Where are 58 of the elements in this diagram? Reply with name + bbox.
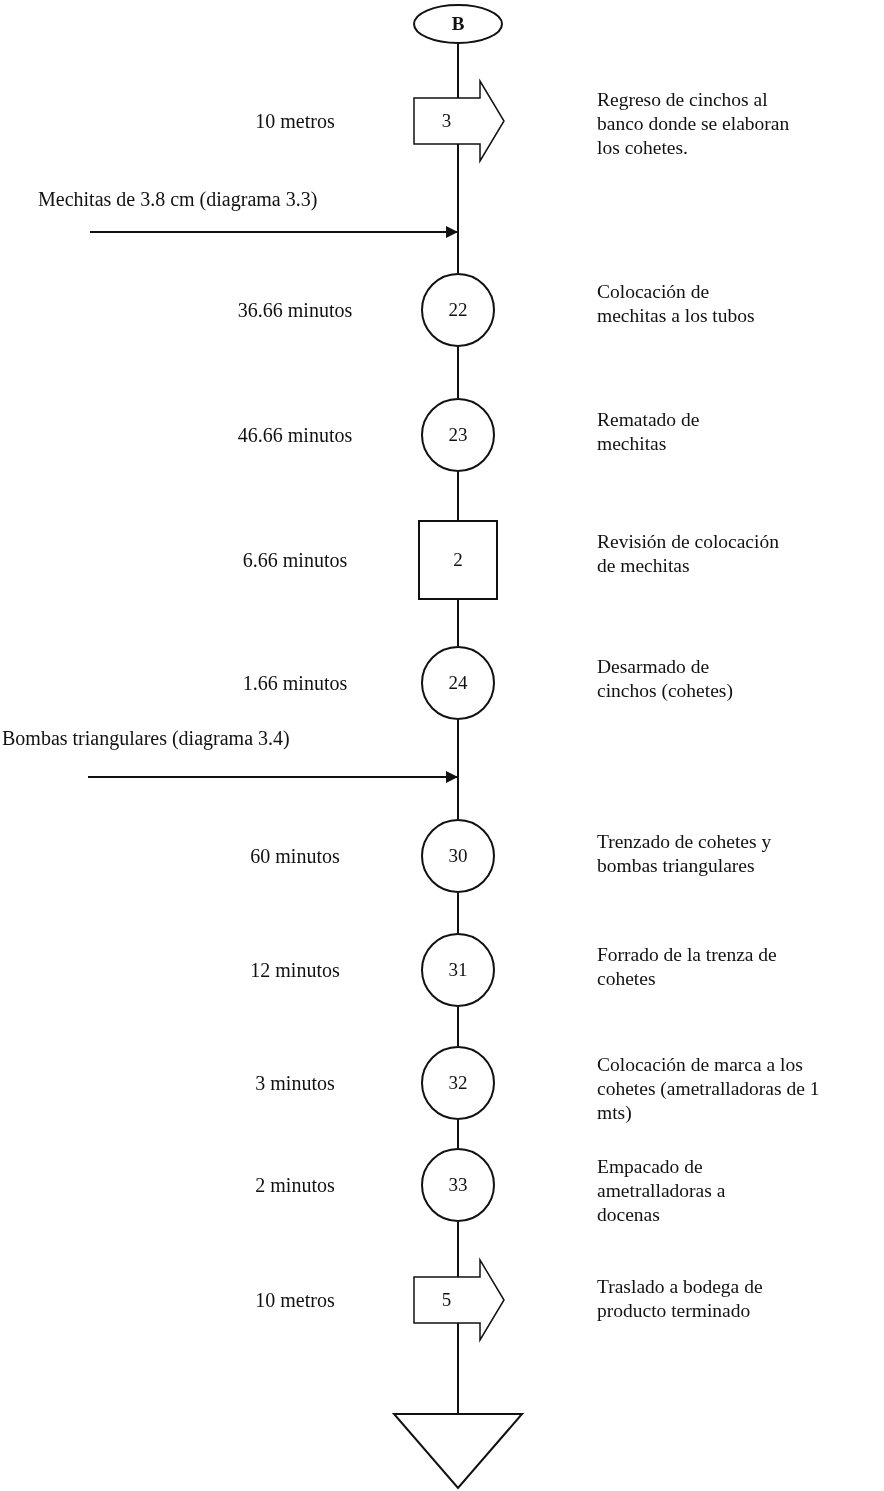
operation-circle xyxy=(421,819,495,893)
operation-circle xyxy=(421,933,495,1007)
transport-arrow xyxy=(413,80,505,162)
connector-line xyxy=(457,43,459,99)
connector-line xyxy=(457,1221,459,1278)
arrow xyxy=(89,226,459,238)
step-measure: 36.66 minutos xyxy=(236,298,354,322)
step-description: Colocación de marca a los cohetes (ametralladoras de 1 mts) xyxy=(597,1053,821,1125)
connector-line xyxy=(457,471,459,521)
step-measure: 1.66 minutos xyxy=(241,671,349,695)
step-number: 22 xyxy=(447,298,469,322)
inspection-square xyxy=(418,520,498,600)
connector-line xyxy=(457,719,459,820)
connector-oval xyxy=(413,4,503,44)
step-description: Traslado a bodega de producto terminado xyxy=(597,1275,764,1323)
step-measure: 60 minutos xyxy=(249,844,341,868)
step-description: Regreso de cinchos al banco donde se elaboran los cohetes. xyxy=(597,88,791,160)
step-description: Colocación de mechitas a los tubos xyxy=(597,280,756,328)
step-measure: 12 minutos xyxy=(249,958,341,982)
operation-circle xyxy=(421,1148,495,1222)
step-description: Desarmado de cinchos (cohetes) xyxy=(597,655,734,703)
step-description: Rematado de mechitas xyxy=(597,408,701,456)
step-measure: 3 minutos xyxy=(254,1071,336,1095)
step-number: 24 xyxy=(447,671,469,695)
connector-line xyxy=(457,599,459,647)
step-number: 31 xyxy=(447,958,469,982)
operation-circle xyxy=(421,398,495,472)
connector-line xyxy=(457,143,459,274)
step-number: 30 xyxy=(447,844,469,868)
step-description: Revisión de colocación de mechitas xyxy=(597,530,780,578)
connector-line xyxy=(457,1119,459,1149)
connector-line xyxy=(457,892,459,934)
step-measure: 10 metros xyxy=(254,109,336,133)
operation-circle xyxy=(421,646,495,720)
operation-circle xyxy=(421,1046,495,1120)
step-measure: 6.66 minutos xyxy=(241,548,349,572)
step-description: Empacado de ametralladoras a docenas xyxy=(597,1155,727,1227)
step-number: 2 xyxy=(452,548,464,572)
operation-circle xyxy=(421,273,495,347)
connector-line xyxy=(457,1322,459,1414)
input-label-text: Bombas triangulares (diagrama 3.4) xyxy=(2,727,290,750)
step-description: Forrado de la trenza de cohetes xyxy=(597,943,778,991)
step-measure: 46.66 minutos xyxy=(236,423,354,447)
arrow xyxy=(87,771,459,783)
triangle-symbol xyxy=(393,1413,523,1489)
input-label-text: Mechitas de 3.8 cm (diagrama 3.3) xyxy=(38,188,318,211)
step-number: 5 xyxy=(440,1288,453,1312)
step-number: 33 xyxy=(447,1173,469,1197)
step-number: B xyxy=(450,12,466,36)
step-number: 32 xyxy=(447,1071,469,1095)
step-description: Trenzado de cohetes y bombas triangulares xyxy=(597,830,773,878)
connector-line xyxy=(457,346,459,399)
connector-line xyxy=(457,1006,459,1047)
step-measure: 10 metros xyxy=(254,1288,336,1312)
step-number: 23 xyxy=(447,423,469,447)
step-measure: 2 minutos xyxy=(254,1173,336,1197)
step-number: 3 xyxy=(440,109,453,133)
transport-arrow xyxy=(413,1259,505,1341)
